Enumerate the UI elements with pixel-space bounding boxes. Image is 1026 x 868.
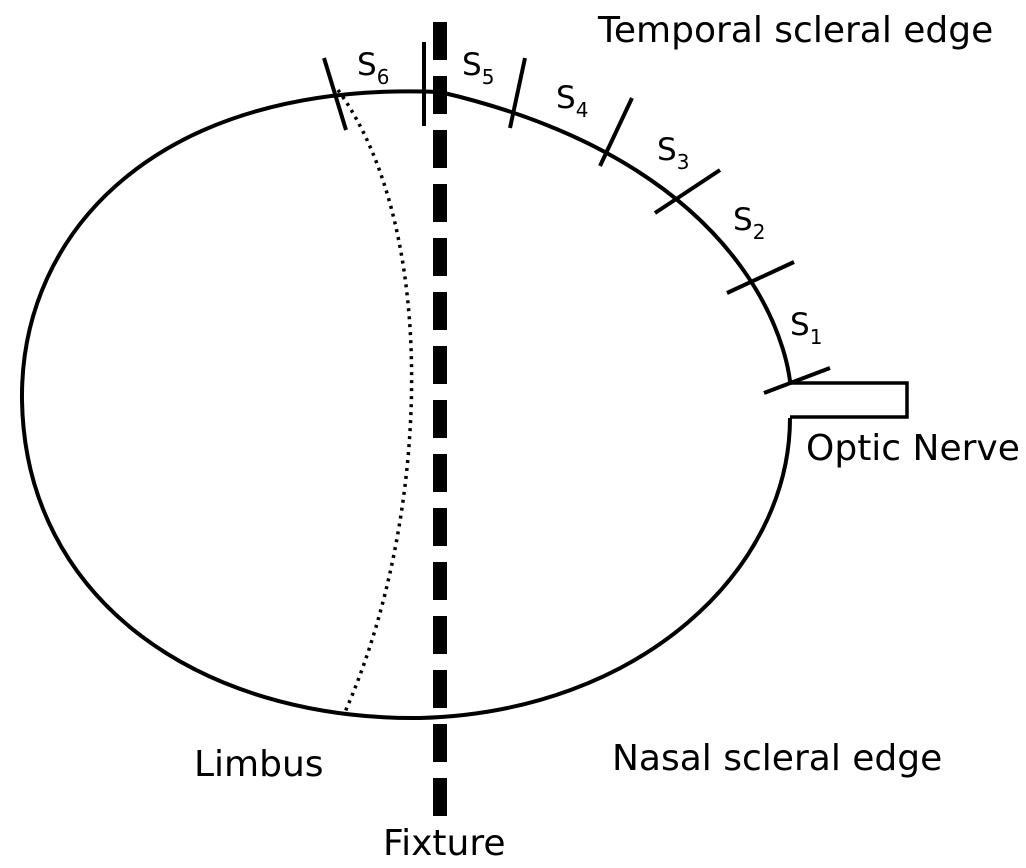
segment-label-s5: S5 [462,47,494,89]
globe-outline [19,89,792,721]
segment-label-s4: S4 [556,80,588,122]
segment-label-s2: S2 [733,202,765,244]
limbus-label: Limbus [194,744,324,785]
tick-s1-start [763,366,831,395]
temporal-edge-label: Temporal scleral edge [597,10,993,51]
tick-s4-s5 [508,57,527,129]
tick-s2-s3 [653,168,722,215]
fixture-label: Fixture [383,823,505,864]
segment-label-s1: S1 [790,307,822,349]
optic-nerve-stub [790,381,909,419]
segment-label-s3: S3 [657,132,689,174]
tick-s6-end [322,57,348,131]
tick-s3-s4 [598,97,634,167]
limbus-curve [336,88,414,713]
nasal-edge-label: Nasal scleral edge [612,738,942,779]
segment-label-s6: S6 [357,47,389,89]
tick-s1-s2 [726,260,795,295]
segment-ticks [322,42,831,395]
optic-nerve-label: Optic Nerve [806,428,1020,469]
